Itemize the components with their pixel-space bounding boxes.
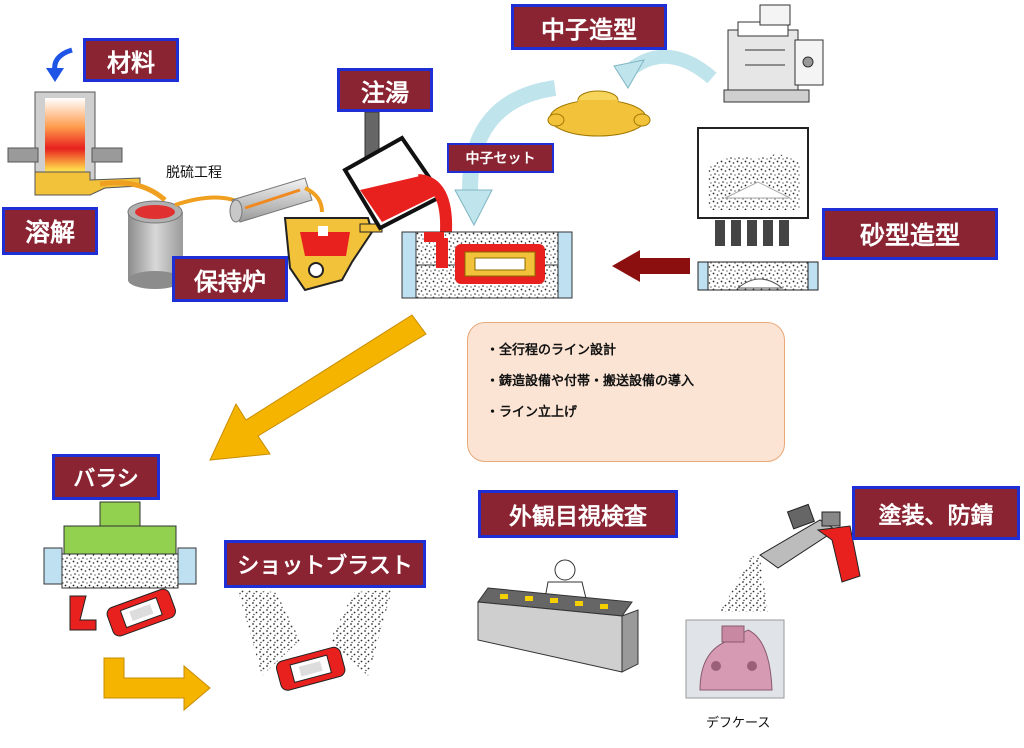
core-piece	[547, 90, 651, 137]
pouring-label: 注湯	[337, 68, 433, 112]
core-set-label: 中子セット	[447, 143, 554, 173]
pouring-ladle	[342, 111, 453, 233]
sand-molding-machine	[697, 127, 819, 291]
sand-molding-label: 砂型造型	[822, 208, 998, 260]
holding-furnace-label: 保持炉	[172, 256, 288, 302]
melting-furnace	[7, 91, 167, 202]
core-set-arrow-icon	[462, 80, 557, 191]
inspection-line	[477, 559, 639, 673]
material-label: 材料	[83, 38, 179, 82]
sand-mold-transfer-arrow-icon	[612, 250, 690, 282]
deburring-label: バラシ	[52, 454, 160, 500]
painting-label: 塗装、防錆	[852, 486, 1020, 540]
spray-gun	[720, 503, 861, 612]
core-set-arrowhead-icon	[454, 189, 493, 227]
diff-case-label: デフケース	[706, 716, 771, 731]
melting-label: 溶解	[2, 207, 98, 255]
core-molding-label: 中子造型	[511, 4, 667, 50]
core-molding-machine	[723, 4, 824, 103]
note-line-1: ・全行程のライン設計	[486, 343, 617, 358]
diff-case-part	[685, 619, 785, 699]
visual-inspection-label: 外観目視検査	[478, 490, 678, 538]
transfer-pipe	[229, 177, 324, 223]
note-line-2: ・鋳造設備や付帯・搬送設備の導入	[486, 374, 695, 389]
shot-blast-label: ショットブラスト	[224, 540, 426, 588]
scope-note-box: ・全行程のライン設計 ・鋳造設備や付帯・搬送設備の導入 ・ライン立上げ	[467, 322, 785, 462]
shot-blast-flow-arrow-icon	[103, 657, 211, 712]
shot-blast-unit	[238, 590, 392, 691]
deburring-machine	[43, 501, 197, 637]
desulfurization-label: 脱硫工程	[166, 165, 222, 181]
holding-furnace	[283, 217, 383, 292]
main-flow-arrow-icon	[209, 314, 427, 461]
casting-mold	[401, 231, 573, 299]
note-line-3: ・ライン立上げ	[486, 405, 578, 420]
